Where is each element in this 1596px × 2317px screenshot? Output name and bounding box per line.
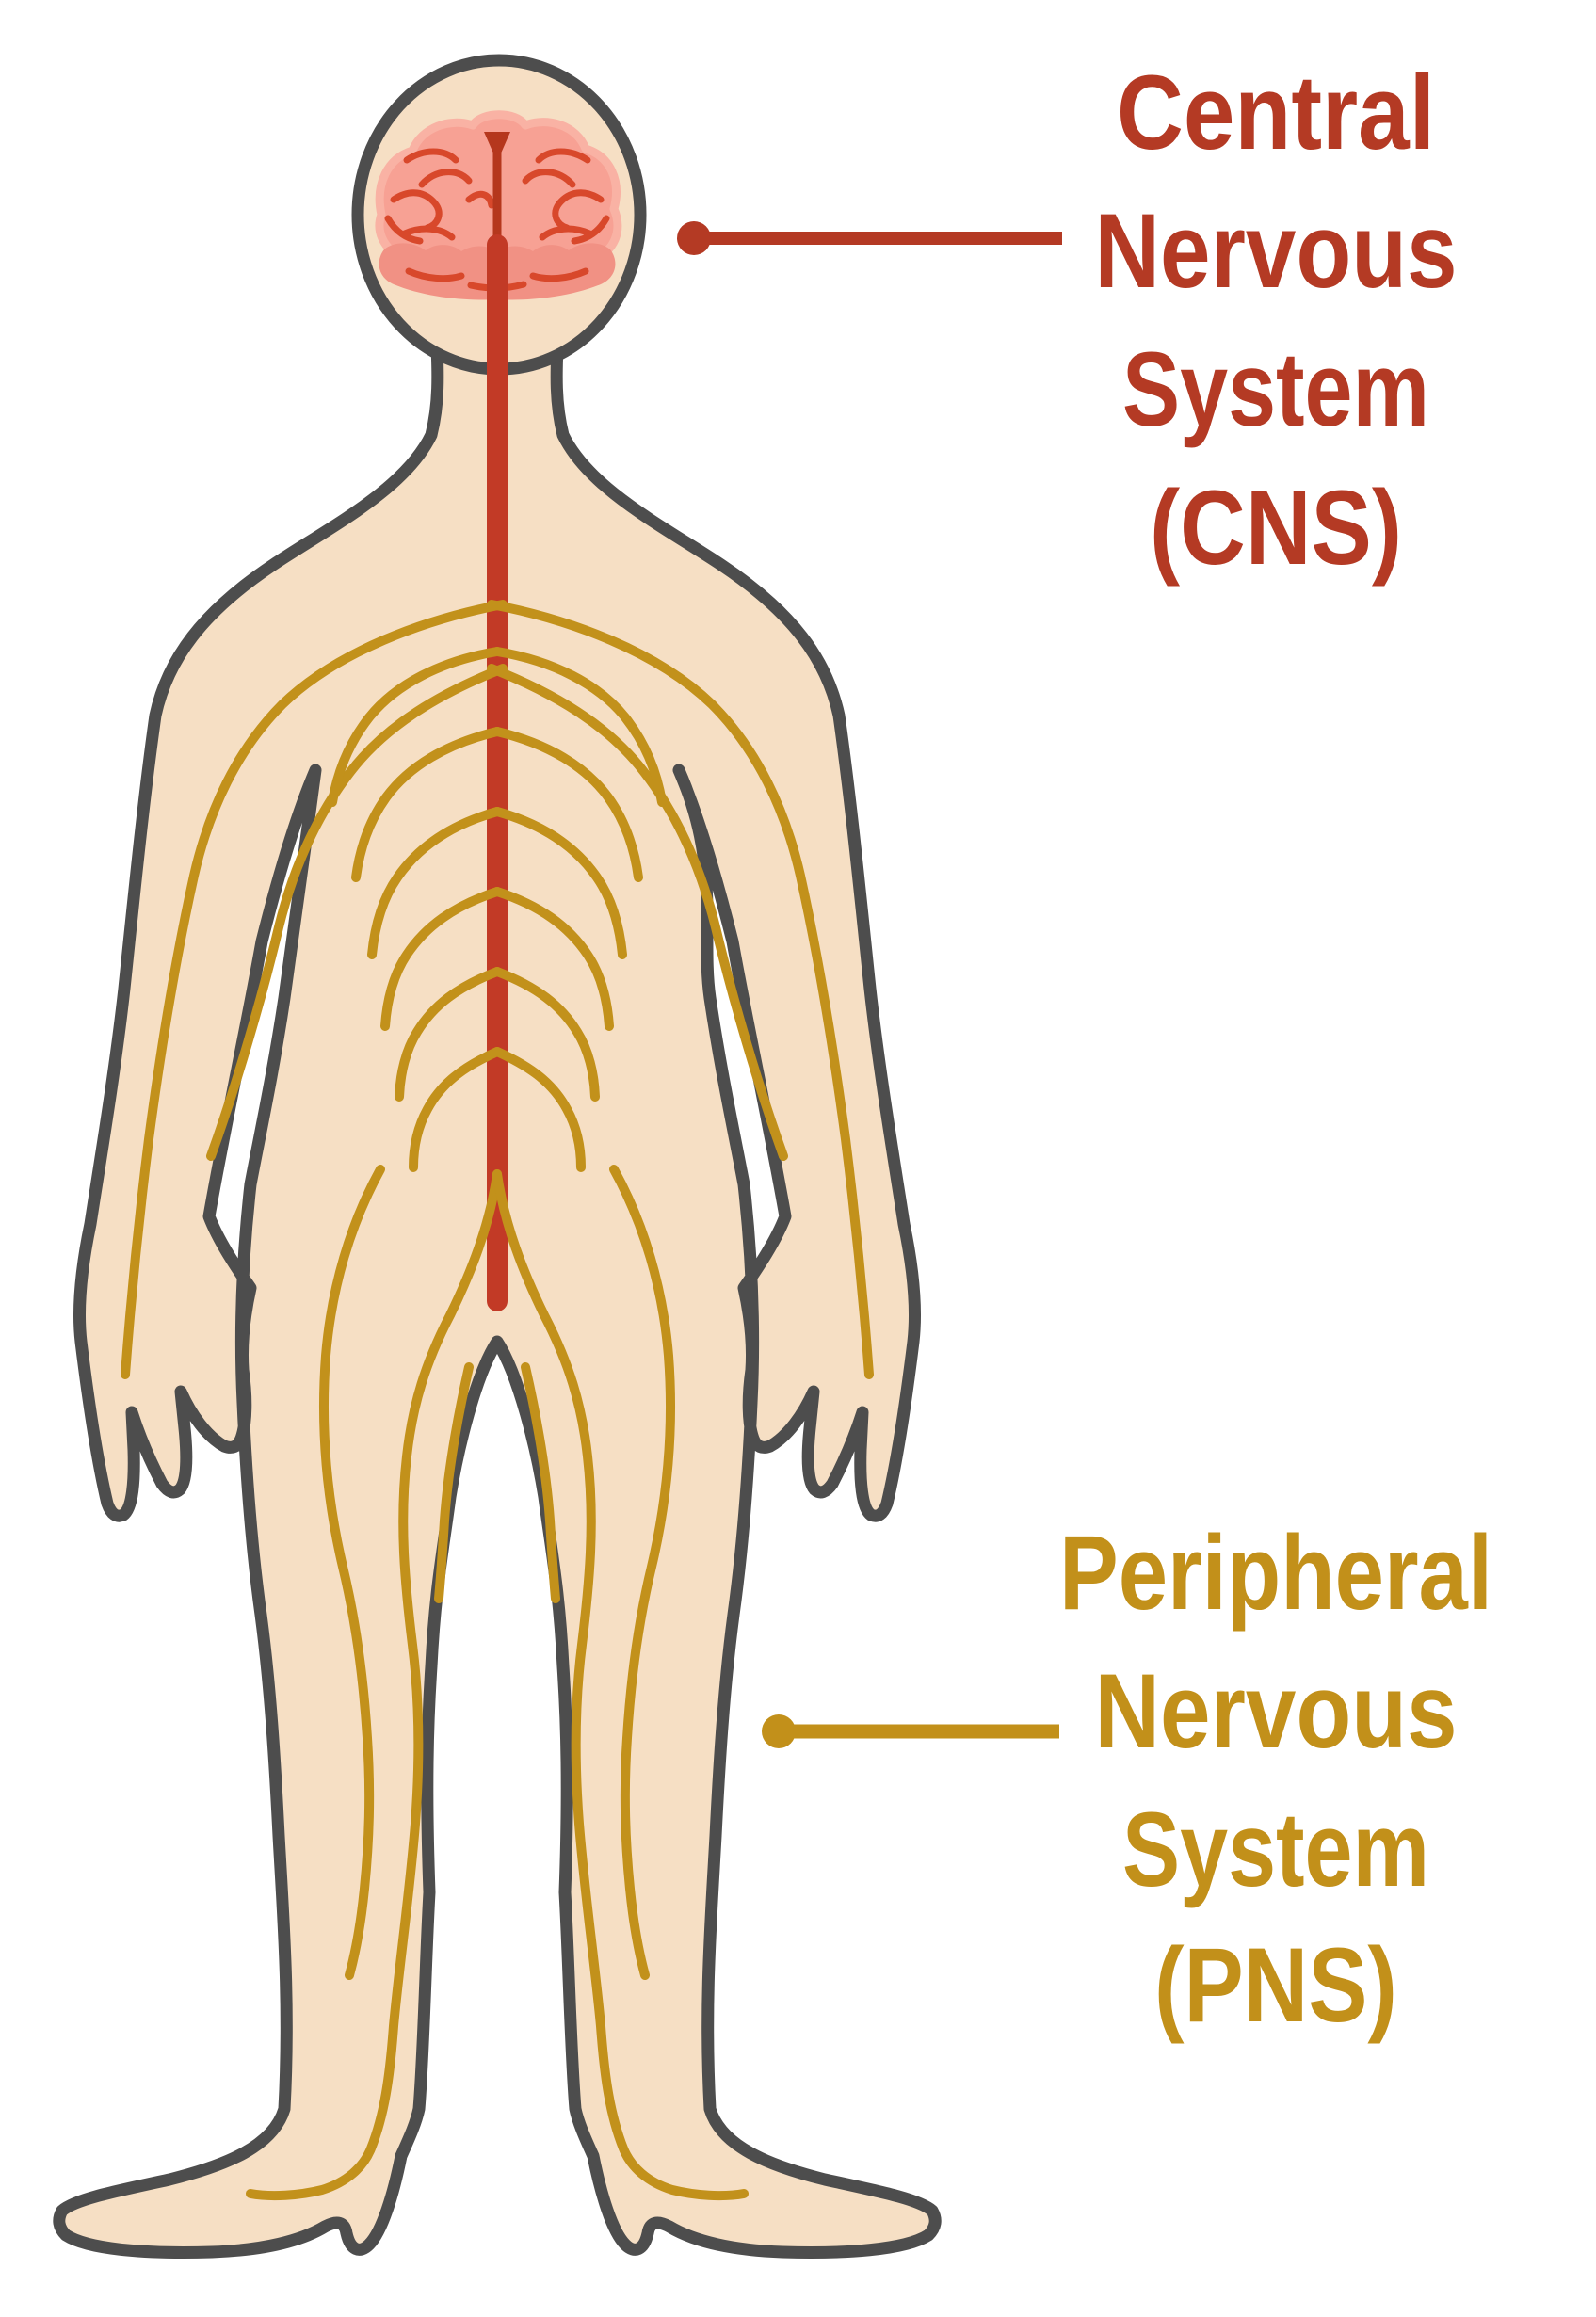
cns-annotation: Central Nervous System (CNS) (677, 54, 1458, 587)
pns-label-line-1: Peripheral (1059, 1514, 1492, 1632)
pns-label-line-3: System (1122, 1791, 1429, 1908)
cns-label-line-1: Central (1117, 54, 1435, 171)
nerve-thigh-right-mid (521, 1362, 560, 1603)
nerve-arm-left-outer (121, 600, 508, 1379)
nerve-rib-left-4 (380, 887, 502, 1031)
nerve-sciatic-left (246, 1169, 502, 2201)
nerve-rib-right-4 (492, 887, 614, 1031)
nerve-rib-right-6 (492, 1047, 586, 1172)
cns-label-line-2: Nervous (1095, 192, 1458, 310)
nerve-rib-right-5 (492, 967, 600, 1102)
brain-folds (384, 148, 610, 292)
pns-leader-dot (762, 1714, 796, 1748)
nerve-arm-right-outer (487, 600, 874, 1379)
brain-fissure-notch (484, 132, 510, 162)
nerve-rib-left-6 (409, 1047, 502, 1172)
nerve-thigh-right-outer (609, 1165, 675, 1980)
cns-label-line-4: (CNS) (1150, 469, 1402, 587)
nerve-sciatic-right (492, 1169, 749, 2201)
pns-label-line-2: Nervous (1095, 1652, 1458, 1770)
nerve-rib-left-5 (395, 967, 502, 1102)
nerve-arm-right-inner (487, 664, 788, 1161)
nerve-rib-left-3 (367, 807, 502, 959)
pns-label-line-4: (PNS) (1154, 1926, 1397, 2044)
nerve-rib-right-1 (492, 647, 667, 807)
cns-label-line-3: System (1122, 330, 1429, 448)
cns-label: Central Nervous System (CNS) (1095, 54, 1458, 587)
nerve-thigh-left-mid (434, 1362, 474, 1603)
nerve-thigh-left-outer (319, 1165, 385, 1980)
pns-annotation: Peripheral Nervous System (PNS) (762, 1514, 1492, 2044)
nerve-rib-right-2 (492, 727, 643, 882)
nerve-rib-left-1 (328, 647, 502, 807)
pns-label: Peripheral Nervous System (PNS) (1059, 1514, 1492, 2044)
nerve-arm-left-inner (206, 664, 508, 1161)
peripheral-nerves (121, 600, 874, 2201)
cns-leader-dot (677, 221, 711, 255)
nerve-rib-right-3 (492, 807, 627, 959)
nerve-rib-left-2 (351, 727, 502, 882)
